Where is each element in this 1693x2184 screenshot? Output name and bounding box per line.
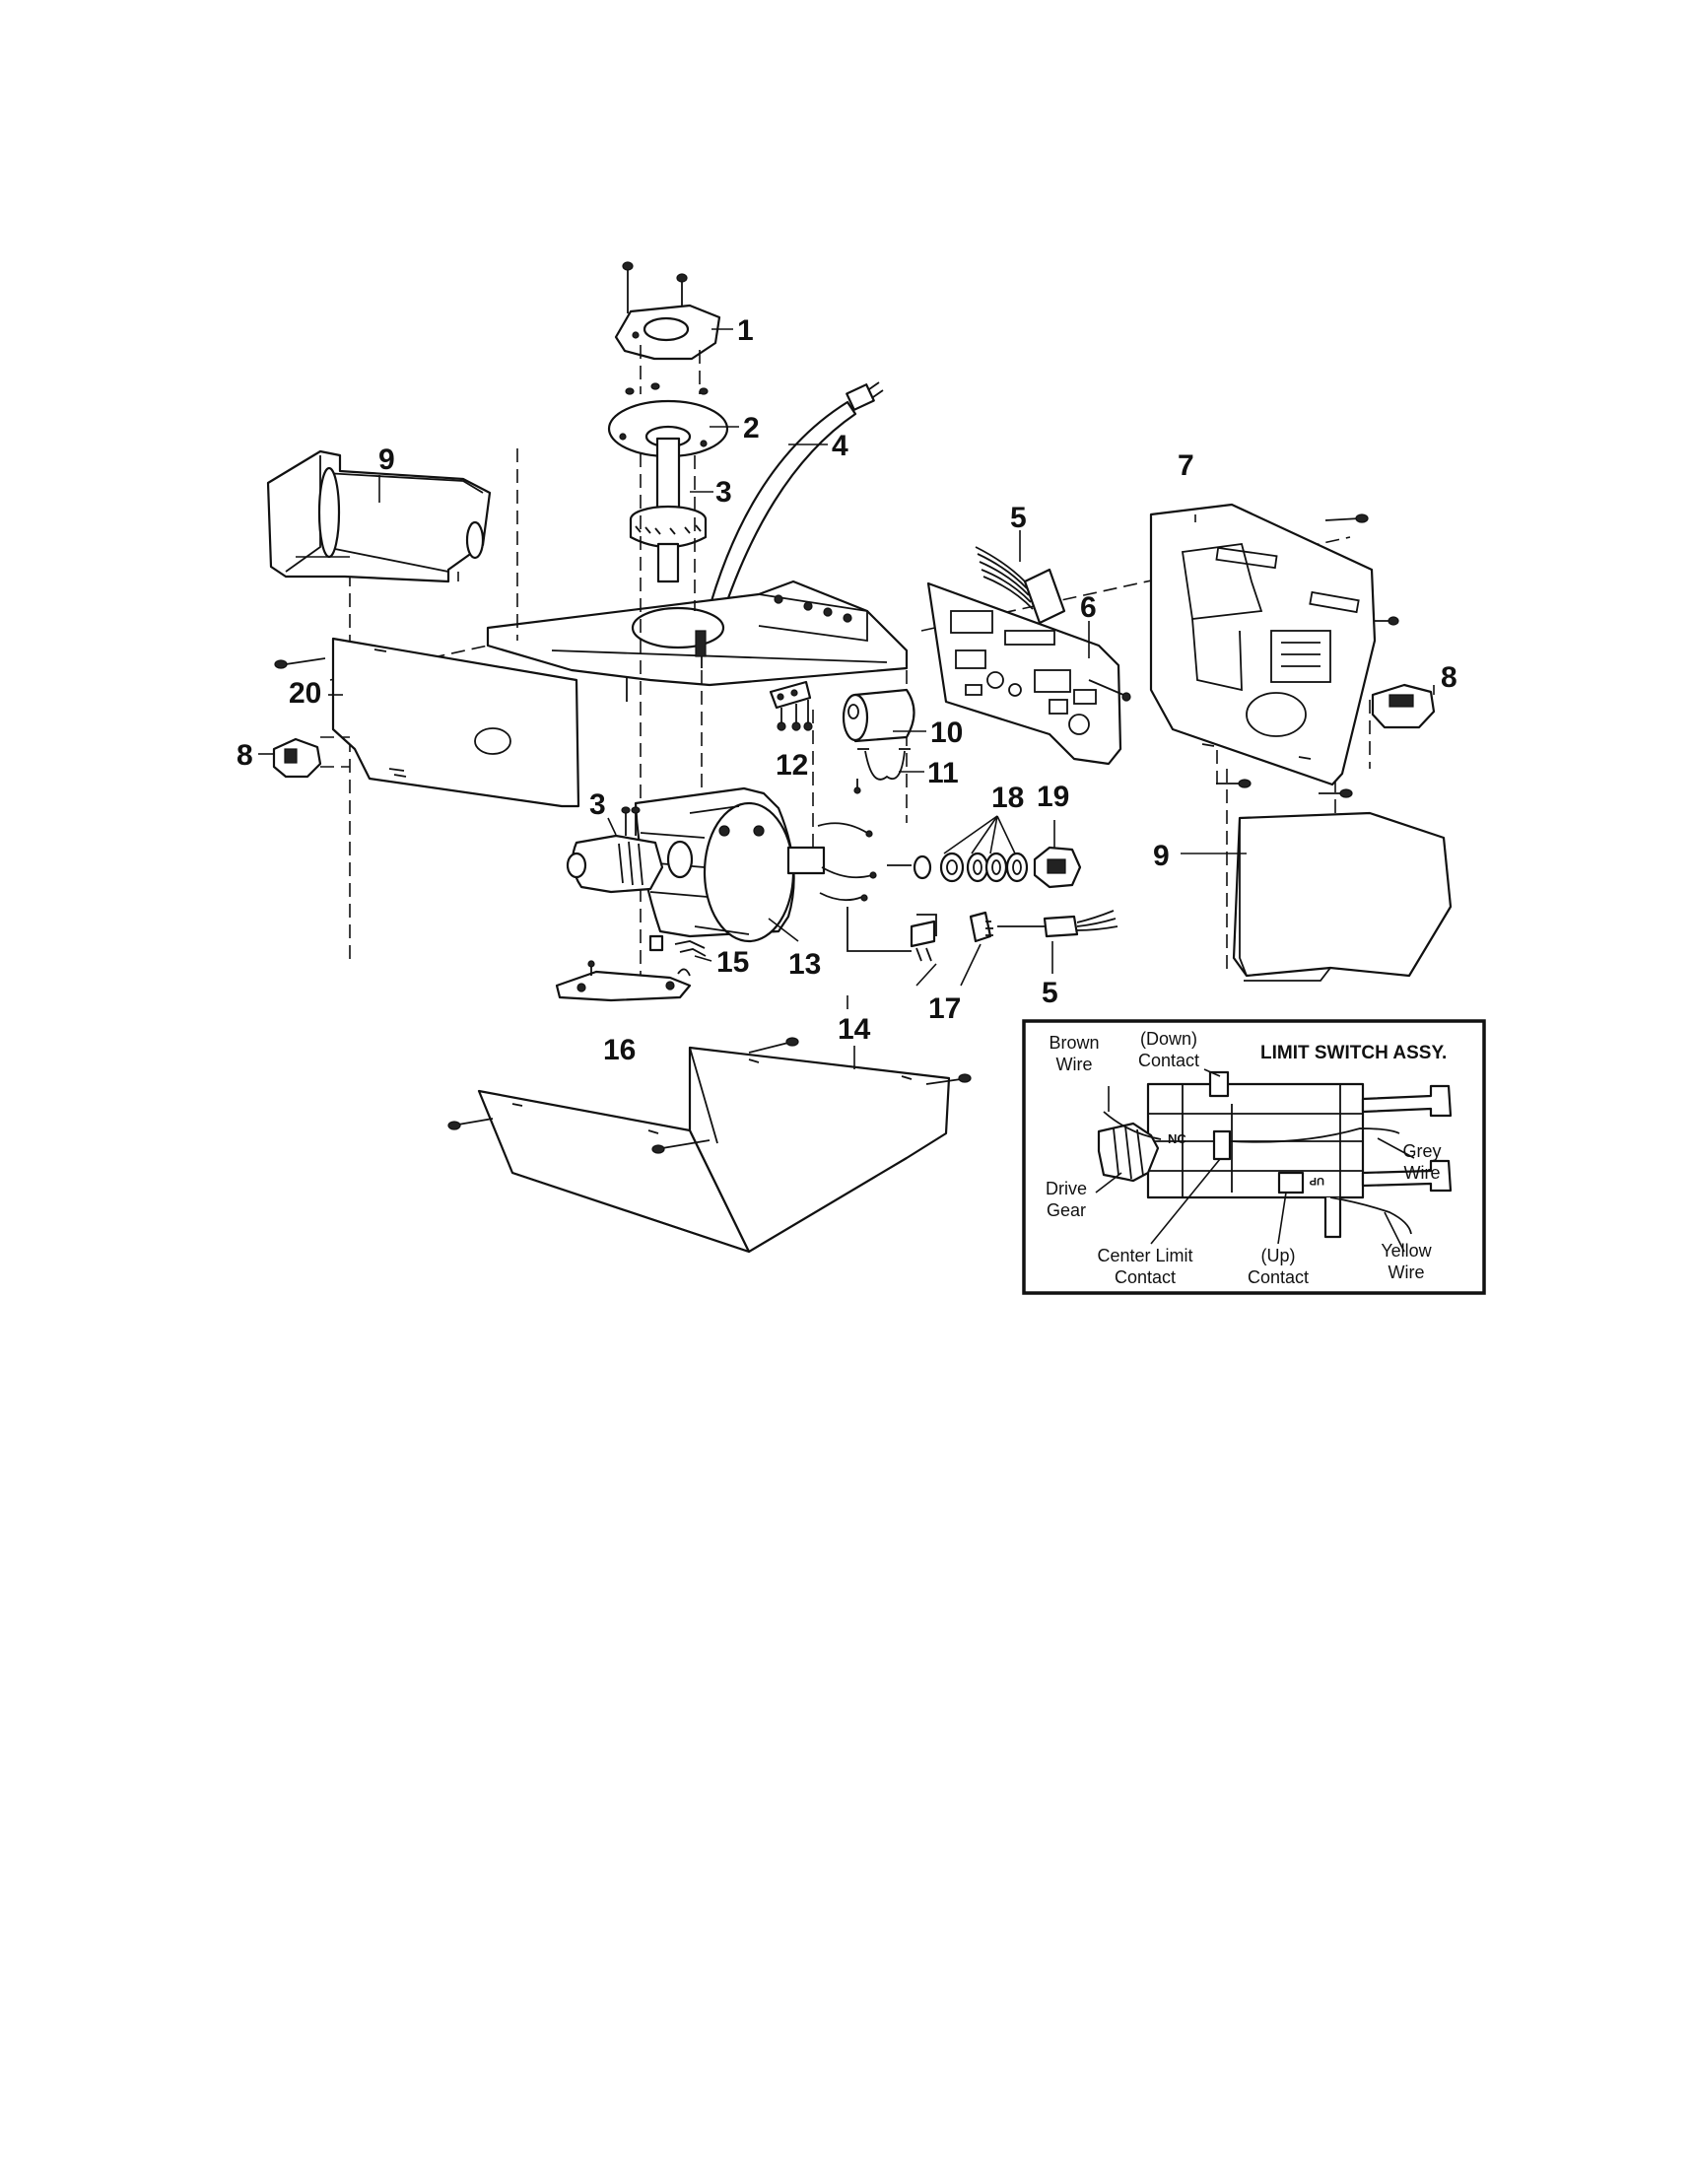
part-3-drive-gear [629, 505, 708, 583]
callout-9-left: 9 [378, 444, 395, 476]
part-5-wire-harness [975, 546, 1066, 625]
part-3-worm-gear [566, 806, 694, 894]
screw-7-top [1324, 517, 1361, 521]
mark-up: UP [1310, 1175, 1324, 1187]
label-up-contact-1: (Up) [1261, 1246, 1296, 1265]
screw-7-head [1355, 513, 1369, 523]
screw-20 [274, 659, 288, 669]
screw-16-b [661, 1139, 711, 1149]
part-12-terminal-block [769, 680, 813, 731]
callout-3-mid: 3 [589, 788, 606, 821]
part-9-left-light-lens [266, 449, 492, 583]
callout-8-right: 8 [1441, 661, 1457, 694]
label-brown-wire-2: Wire [1056, 1055, 1093, 1074]
screw-16-a [457, 1118, 494, 1126]
callout-18: 18 [991, 782, 1024, 814]
part-5-limit-wire-harness [997, 910, 1118, 938]
callout-5-top: 5 [1010, 502, 1027, 534]
label-drive-gear-1: Drive [1046, 1179, 1087, 1198]
label-yellow-wire-1: Yellow [1381, 1241, 1432, 1261]
callout-4: 4 [832, 430, 848, 462]
callout-14: 14 [838, 1013, 871, 1046]
label-grey-wire-2: Wire [1404, 1163, 1441, 1183]
leader-15 [694, 955, 712, 962]
limit-switch-inset: NC UP LIMIT SWITCH ASSY. Brown Wire (Dow… [1022, 1019, 1486, 1295]
screw-7-bottom-a [1238, 779, 1252, 788]
part-18-spacers [887, 852, 1029, 883]
motor-mounting-bracket [555, 960, 692, 1002]
label-yellow-wire-2: Wire [1388, 1263, 1425, 1282]
part-14-16-bottom-cover [477, 1046, 951, 1254]
label-grey-wire-1: Grey [1402, 1141, 1441, 1161]
callout-1: 1 [737, 314, 754, 347]
label-brown-wire-1: Brown [1049, 1033, 1099, 1053]
part-2-drive-plate [607, 382, 729, 510]
part-15-rpm-sensor [648, 934, 707, 957]
part-10-capacitor [842, 688, 915, 743]
callout-13: 13 [788, 948, 821, 981]
callout-20: 20 [289, 677, 321, 710]
part-9-right-light-lens [1232, 811, 1453, 982]
callout-7: 7 [1178, 449, 1194, 482]
inset-title: LIMIT SWITCH ASSY. [1260, 1043, 1447, 1063]
callout-5-bottom: 5 [1042, 977, 1058, 1009]
callout-3-top: 3 [715, 476, 732, 509]
chassis-frame [486, 580, 909, 702]
mark-nc: NC [1168, 1131, 1186, 1146]
callout-10: 10 [930, 717, 963, 749]
callout-17: 17 [928, 992, 961, 1025]
callout-11: 11 [927, 757, 959, 789]
callout-12: 12 [776, 749, 808, 782]
leader-3-mid [607, 817, 617, 836]
callout-8-left: 8 [237, 739, 253, 772]
label-center-limit-2: Contact [1115, 1267, 1176, 1287]
callout-16: 16 [603, 1034, 636, 1066]
leaders-18 [943, 815, 1016, 854]
part-6-logic-board [926, 581, 1131, 766]
part-11-capacitor-strap [853, 748, 911, 794]
callout-6: 6 [1080, 591, 1097, 624]
label-down-contact-2: Contact [1138, 1051, 1199, 1070]
callout-9-right: 9 [1153, 840, 1170, 872]
leader-13 [768, 918, 799, 942]
part-19-coupler [1033, 846, 1082, 889]
leader-17-b [960, 943, 982, 987]
screw-14-b [925, 1078, 962, 1085]
part-20-side-panel [331, 637, 580, 808]
screw-7-bottom-b [1339, 788, 1353, 798]
label-down-contact-1: (Down) [1140, 1029, 1197, 1049]
label-drive-gear-2: Gear [1047, 1200, 1086, 1220]
screw-14-a [748, 1042, 789, 1054]
part-8-right-lamp-socket [1371, 683, 1436, 729]
part-17-limit-switch-parts [846, 907, 993, 962]
part-8-left-lamp-socket [272, 737, 322, 779]
callout-2: 2 [743, 412, 760, 444]
part-1-top-bracket [614, 261, 721, 361]
leader-17-a [915, 963, 937, 987]
part-7-end-panel [1149, 503, 1377, 786]
label-up-contact-2: Contact [1248, 1267, 1309, 1287]
callout-19: 19 [1037, 781, 1069, 813]
label-center-limit-1: Center Limit [1097, 1246, 1192, 1265]
callout-15: 15 [716, 946, 749, 979]
